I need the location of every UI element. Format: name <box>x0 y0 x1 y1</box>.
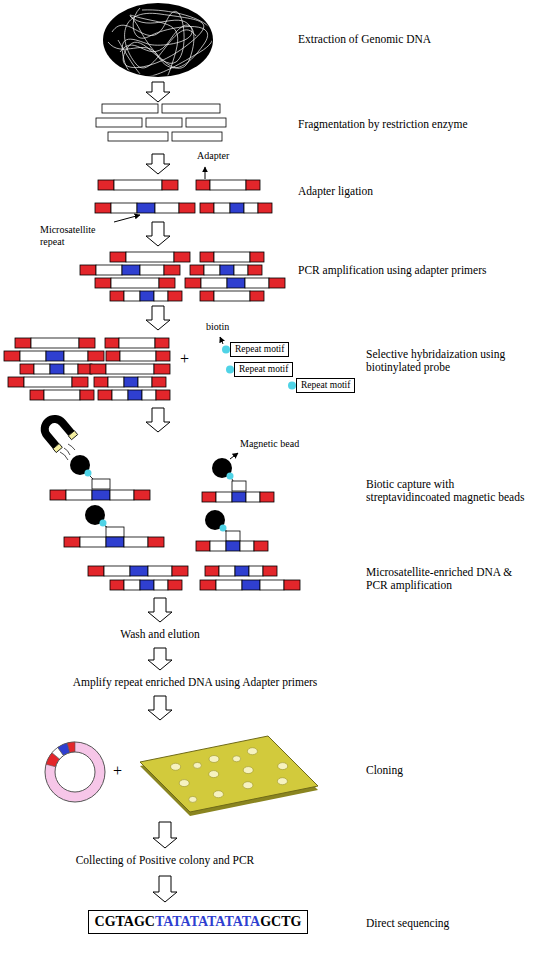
adapter-fragment <box>196 180 260 190</box>
callout-label: Adapter <box>197 150 229 162</box>
leader-line <box>220 337 223 344</box>
biotin-dot <box>288 382 296 390</box>
adapter-fragment <box>8 377 88 387</box>
flow-arrow <box>146 222 170 246</box>
adapter-fragment <box>30 390 94 400</box>
plus-sign: + <box>113 762 122 780</box>
adapter-fragment <box>15 338 95 348</box>
adapter-fragment <box>98 180 178 190</box>
bead-complex <box>64 505 164 547</box>
step-label: PCR amplification using adapter primers <box>298 264 486 277</box>
repeat-fragment <box>80 265 180 275</box>
bead-complex <box>202 458 274 502</box>
repeat-fragment <box>88 566 188 576</box>
step-label: Microsatellite-enriched DNA & PCR amplif… <box>366 566 534 592</box>
step-label: Wash and elution <box>120 628 200 641</box>
flow-arrow <box>153 822 177 848</box>
leader-line <box>230 453 238 459</box>
leader-line <box>114 215 140 222</box>
step-label: Amplify repeat enriched DNA using Adapte… <box>73 676 318 689</box>
flow-arrow <box>146 154 170 174</box>
step-label: Fragmentation by restriction enzyme <box>298 118 468 131</box>
adapter-fragment <box>90 364 170 374</box>
adapter-fragment <box>106 351 170 361</box>
node-text: CGTAGC <box>95 914 155 929</box>
repeat-fragment <box>190 265 262 275</box>
callout-label: Microsatellite repeat <box>40 224 116 247</box>
repeat-fragment <box>200 580 300 590</box>
step-label: Direct sequencing <box>366 917 449 930</box>
flow-arrow <box>146 408 170 432</box>
sequence-box: CGTAGCTATATATATATAGCTG <box>88 910 309 934</box>
adapter-fragment <box>110 252 190 262</box>
node-text: Repeat motif <box>239 364 288 374</box>
step-label: Collecting of Positive colony and PCR <box>76 854 255 867</box>
callout-label: biotin <box>206 321 229 333</box>
adapter-fragment <box>200 291 264 301</box>
repeat-fragment <box>110 580 182 590</box>
magnetic-field <box>60 444 75 460</box>
leader-line <box>205 167 206 179</box>
step-label: Adapter ligation <box>298 185 373 198</box>
repeat-fragment <box>95 203 195 213</box>
dna-fragments <box>96 104 226 141</box>
repeat-fragment <box>200 203 272 213</box>
flow-arrow <box>146 82 170 102</box>
node-text: GCTG <box>260 914 301 929</box>
biotin-dot <box>226 366 234 374</box>
step-label: Biotic capture with streptavidincoated m… <box>366 478 534 504</box>
probe-box: Repeat motif <box>234 362 293 377</box>
adapter-fragment <box>200 252 264 262</box>
repeat-fragment <box>94 377 166 387</box>
plus-sign: + <box>180 350 189 368</box>
bead-complex <box>196 510 268 551</box>
step-label: Selective hybridaization using biotinyla… <box>366 348 534 374</box>
adapter-fragment <box>95 278 175 288</box>
repeat-fragment <box>20 364 92 374</box>
flow-arrow <box>148 598 172 622</box>
repeat-fragment <box>205 566 277 576</box>
repeat-fragment <box>98 390 170 400</box>
magnet <box>35 409 78 452</box>
repeat-fragment <box>4 351 104 361</box>
culture-plate <box>140 736 318 816</box>
repeat-fragment <box>185 278 285 288</box>
flow-arrow <box>153 876 177 902</box>
bead-complex <box>50 455 150 500</box>
node-text: Repeat motif <box>235 344 284 354</box>
step-label: Extraction of Genomic DNA <box>298 33 431 46</box>
step-label: Cloning <box>366 764 403 777</box>
node-text: TATATATATATA <box>155 914 260 929</box>
flow-arrow <box>148 648 172 670</box>
node-text: Repeat motif <box>301 380 350 390</box>
probe-box: Repeat motif <box>230 342 289 357</box>
flow-arrow <box>148 696 172 720</box>
adapter-fragment <box>105 338 169 348</box>
genomic-dna <box>103 3 213 85</box>
biotin-dot <box>222 346 230 354</box>
plasmid <box>45 742 105 802</box>
callout-label: Magnetic bead <box>240 438 299 450</box>
probe-box: Repeat motif <box>296 378 355 393</box>
flow-arrow <box>146 306 170 330</box>
repeat-fragment <box>110 291 182 301</box>
